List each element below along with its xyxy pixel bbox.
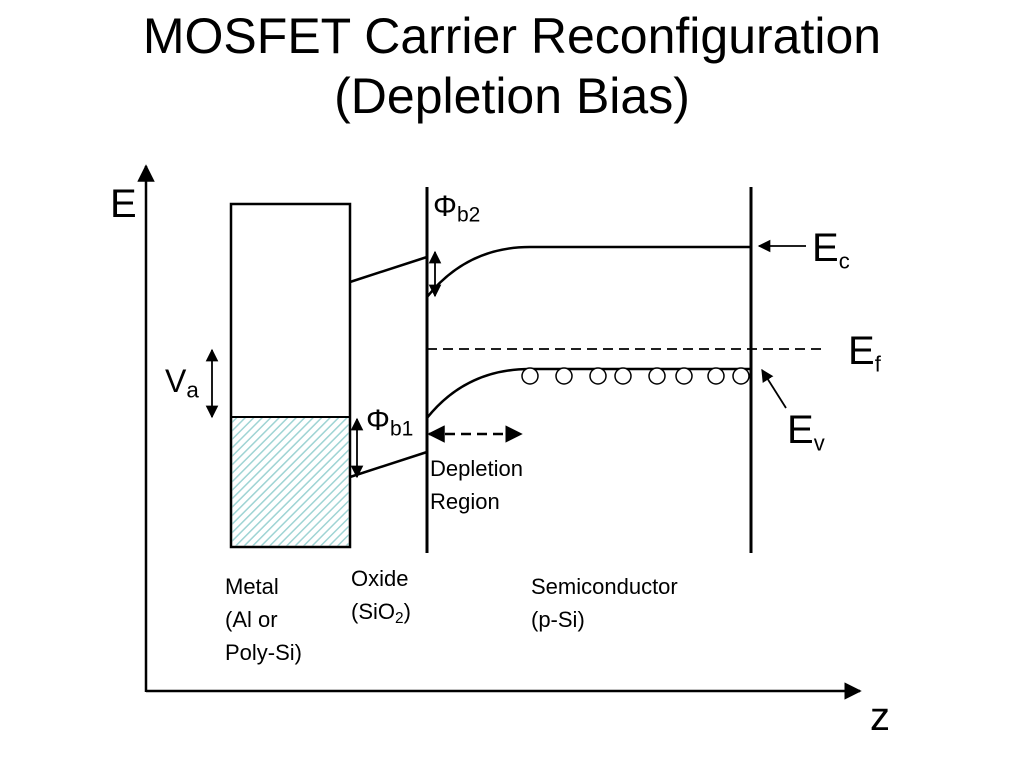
metal-filled-states bbox=[232, 418, 349, 546]
oxide-conduction-edge bbox=[349, 255, 428, 284]
va-label: Va bbox=[165, 363, 199, 403]
phi-b1-label: Φb1 bbox=[366, 404, 414, 441]
x-axis-label: z bbox=[870, 695, 890, 739]
hole bbox=[614, 367, 632, 385]
phi-b2-label: Φb2 bbox=[433, 190, 481, 227]
ef-label: Ef bbox=[848, 329, 881, 377]
holes bbox=[521, 367, 750, 385]
ev-pointer-arrow bbox=[761, 368, 787, 409]
y-axis-label: E bbox=[110, 182, 137, 226]
hole bbox=[648, 367, 666, 385]
conduction-band bbox=[426, 245, 751, 298]
hole bbox=[555, 367, 573, 385]
page-title: MOSFET Carrier Reconfiguration (Depletio… bbox=[0, 6, 1024, 126]
hole bbox=[732, 367, 750, 385]
hole bbox=[707, 367, 725, 385]
depletion-region-label: Depletion Region bbox=[430, 456, 523, 514]
oxide-label: Oxide (SiO2) bbox=[351, 566, 411, 627]
hole bbox=[521, 367, 539, 385]
ec-label: Ec bbox=[812, 226, 850, 274]
hole bbox=[589, 367, 607, 385]
title-line-2: (Depletion Bias) bbox=[334, 68, 690, 124]
ev-label: Ev bbox=[787, 408, 825, 456]
oxide-valence-edge bbox=[349, 450, 428, 479]
metal-label: Metal (Al or Poly-Si) bbox=[225, 574, 303, 665]
semiconductor-label: Semiconductor (p-Si) bbox=[531, 574, 678, 632]
title-line-1: MOSFET Carrier Reconfiguration bbox=[142, 8, 882, 64]
valence-band bbox=[426, 367, 751, 419]
hole bbox=[675, 367, 693, 385]
